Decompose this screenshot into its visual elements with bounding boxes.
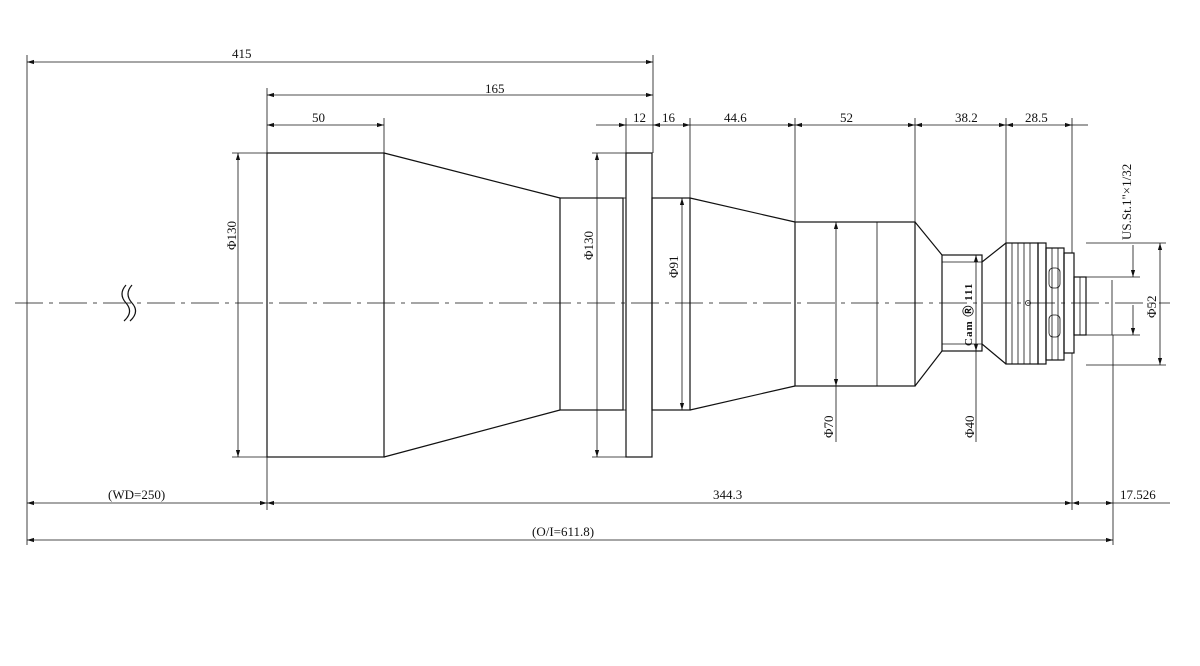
dia-neck: Φ40	[962, 415, 977, 438]
bottom-dimensions: (WD=250) 344.3 17.526 (O/I=611.8)	[26, 335, 1170, 545]
dia-mount: Φ52	[1144, 295, 1159, 318]
dim-body-length: 344.3	[713, 487, 742, 502]
dia-barrel: Φ70	[821, 415, 836, 438]
dim-cone: 38.2	[955, 110, 978, 125]
dim-flange: 12	[633, 110, 646, 125]
rear-taper	[689, 197, 796, 411]
side-label: Cam Ⓡ 111	[961, 283, 975, 346]
dia-front: Φ130	[224, 221, 239, 250]
dia-flange: Φ130	[581, 231, 596, 260]
dim-total-length: 415	[232, 46, 252, 61]
flange	[625, 152, 653, 458]
cone-40	[914, 221, 943, 387]
dim-front-barrel: 50	[312, 110, 325, 125]
dim-barrel-70: 52	[840, 110, 853, 125]
top-dimensions: 415 165 50 12 16 44.6 52 38.2 28.5	[26, 46, 1088, 495]
dia-taper-start: Φ91	[666, 255, 681, 278]
dim-rear: 28.5	[1025, 110, 1048, 125]
focus-ring	[1005, 242, 1039, 365]
lens-body	[266, 152, 1087, 458]
diameter-dimensions: Φ130 Φ130 Φ91 Φ70 Φ40 Φ52 US.St.1"×1/32	[224, 152, 1166, 458]
dim-working-distance: (WD=250)	[108, 487, 165, 502]
dim-flange-gap: 16	[662, 110, 676, 125]
axis-break-mark	[121, 284, 137, 322]
dim-object-to-image: (O/I=611.8)	[532, 524, 594, 539]
rear-stub	[651, 197, 691, 411]
dim-back-focus: 17.526	[1120, 487, 1156, 502]
neck-40	[941, 254, 983, 352]
middle-cylinder	[559, 197, 624, 411]
front-barrel	[266, 152, 385, 458]
dim-front-length: 165	[485, 81, 505, 96]
front-cone	[383, 152, 561, 458]
barrel-70	[794, 221, 916, 387]
dim-taper: 44.6	[724, 110, 747, 125]
mount-thread-label: US.St.1"×1/32	[1119, 164, 1134, 240]
